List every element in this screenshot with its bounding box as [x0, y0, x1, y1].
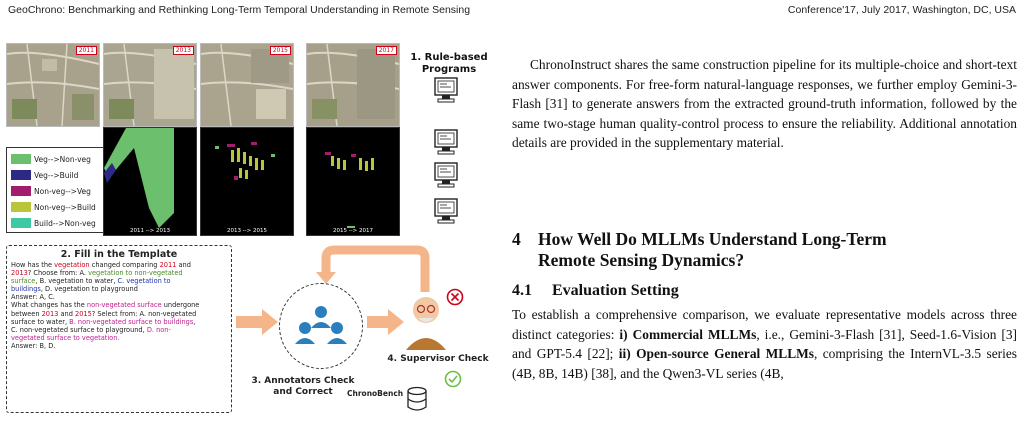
computer-icon [434, 198, 458, 224]
satellite-image-2017: 2017 [306, 43, 400, 127]
year-label: 2015 [269, 46, 291, 55]
change-mask-2015-2017: 2015 --> 2017 [306, 127, 400, 236]
change-mask-2013-2015: 2013 --> 2015 [200, 127, 294, 236]
section-title-line1: How Well Do MLLMs Understand Long-Term [538, 229, 887, 249]
change-mask-2011-2013: 2011 --> 2013 [103, 127, 197, 236]
computer-icon [434, 162, 458, 188]
legend-swatch [11, 170, 31, 180]
running-header-title: GeoChrono: Benchmarking and Rethinking L… [8, 4, 471, 16]
template-box: 2. Fill in the Template How has the vege… [6, 245, 232, 413]
year-label: 2011 [75, 46, 97, 55]
computer-icon [434, 129, 458, 155]
subsection-heading: 4.1 Evaluation Setting [512, 282, 1017, 300]
evaluation-paragraph: To establish a comprehensive comparison,… [512, 307, 1018, 381]
legend-label: Non-veg-->Build [34, 202, 96, 212]
step3-label: 3. Annotators Check and Correct [251, 376, 355, 397]
legend-label: Veg-->Non-veg [34, 154, 91, 164]
annotators-circle [279, 283, 363, 369]
legend-item: Non-veg-->Veg [11, 185, 91, 197]
legend-item: Veg-->Build [11, 169, 78, 181]
database-icon [407, 386, 427, 411]
legend-label: Build-->Non-veg [34, 218, 96, 228]
mask-caption: 2015 --> 2017 [332, 228, 374, 234]
satellite-image-2013: 2013 [103, 43, 197, 127]
subsection-title: Evaluation Setting [552, 282, 679, 299]
mask-caption: 2013 --> 2015 [226, 228, 268, 234]
mask-caption: 2011 --> 2013 [129, 228, 171, 234]
pipeline-figure: 2011 2013 2015 [0, 30, 505, 423]
approve-icon [444, 370, 462, 388]
step2-label: 2. Fill in the Template [60, 249, 178, 260]
legend-swatch [11, 218, 31, 228]
annotators-icon [295, 306, 347, 344]
year-label: 2013 [172, 46, 194, 55]
supervisor-icon [406, 297, 446, 350]
legend-item: Build-->Non-veg [11, 217, 96, 229]
flow-arrows [236, 245, 430, 335]
section-number: 4 [512, 229, 521, 249]
legend-swatch [11, 186, 31, 196]
legend-swatch [11, 154, 31, 164]
step1-label: 1. Rule-based Programs [410, 52, 488, 75]
running-header-venue: Conference'17, July 2017, Washington, DC… [787, 4, 1016, 16]
year-label: 2017 [375, 46, 397, 55]
satellite-image-2011: 2011 [6, 43, 100, 127]
body-paragraph: ChronoInstruct shares the same construct… [512, 57, 1017, 151]
section-title-line2: Remote Sensing Dynamics? [538, 250, 745, 270]
satellite-image-2015: 2015 [200, 43, 294, 127]
computer-icon [434, 77, 458, 103]
legend-swatch [11, 202, 31, 212]
template-text: How has the vegetation changed comparing… [11, 261, 200, 350]
step4-label: 4. Supervisor Check [387, 354, 489, 364]
legend-item: Non-veg-->Build [11, 201, 96, 213]
subsection-number: 4.1 [512, 282, 532, 299]
reject-icon [446, 288, 464, 306]
legend-item: Veg-->Non-veg [11, 153, 91, 165]
change-legend: Veg-->Non-veg Veg-->Build Non-veg-->Veg … [6, 147, 107, 233]
benchmark-label: ChronoBench [347, 389, 404, 398]
legend-label: Veg-->Build [34, 170, 79, 180]
legend-label: Non-veg-->Veg [34, 186, 91, 196]
